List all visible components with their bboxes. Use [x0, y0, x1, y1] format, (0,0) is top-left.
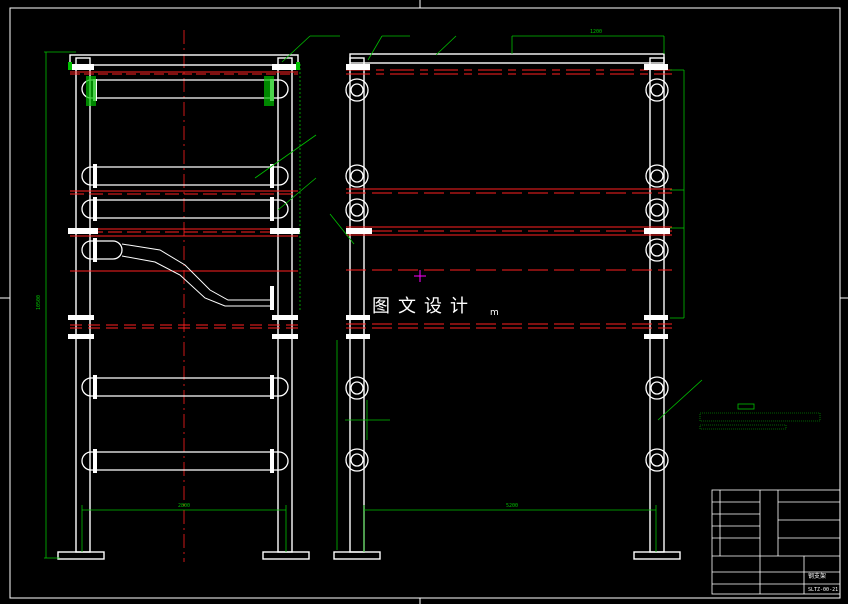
left-base-b [262, 551, 310, 560]
title-block [711, 489, 841, 595]
left-post-b [277, 57, 293, 553]
watermark-text: 图文设计 [372, 296, 476, 317]
left-width-dim: 2800 [178, 503, 190, 509]
left-top-beam [69, 54, 299, 66]
right-post-a [349, 57, 365, 553]
title-block-title: 钢支架 [808, 573, 827, 580]
right-width-dim: 5200 [506, 503, 518, 509]
right-top-beam [349, 53, 665, 64]
right-base-b [633, 551, 681, 560]
left-post-a [75, 57, 91, 553]
title-block-number: SLTZ-00-21 [808, 587, 839, 593]
right-post-b [649, 57, 665, 553]
right-base-a [333, 551, 381, 560]
right-view: 1200 5200 [329, 29, 703, 560]
watermark-suffix: m [490, 308, 499, 318]
notes-block [699, 403, 821, 430]
left-base-a [57, 551, 105, 560]
left-view: 2800 10500 [36, 30, 340, 562]
left-height-dim: 10500 [36, 295, 42, 310]
right-span-dim: 1200 [590, 29, 602, 35]
